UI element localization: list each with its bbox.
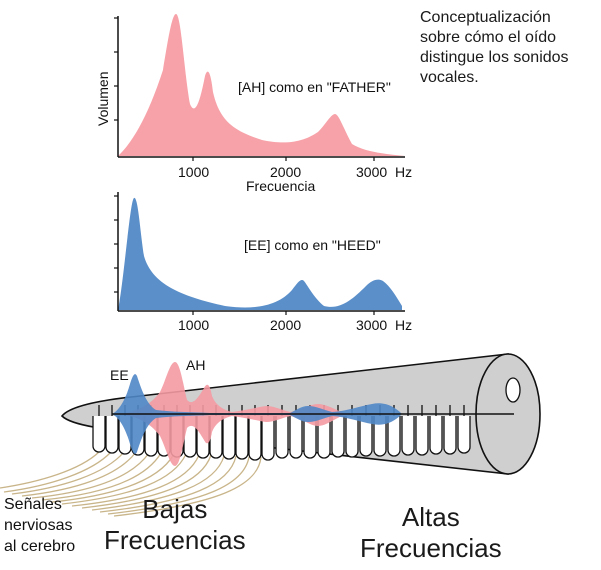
description-text: Conceptualización sobre cómo el oído dis… <box>420 8 569 88</box>
nerve-signal-line: nerviosas <box>4 517 73 534</box>
ee-tick-label: 2000 <box>270 317 302 333</box>
ah-marker-label: AH <box>186 357 206 373</box>
ah-tick-label: 2000 <box>270 164 302 180</box>
description-line: distingue los sonidos <box>420 49 569 66</box>
cochlea-opening <box>505 377 521 403</box>
cochlea-illustration <box>0 353 541 517</box>
ah-chart-label: [AH] como en "FATHER" <box>238 79 391 95</box>
low-frequency-label: Bajas Frecuencias <box>104 494 246 556</box>
nerve-fibers <box>0 451 262 517</box>
ah-spectrum-chart <box>114 14 405 161</box>
ee-spectrum-chart <box>114 192 405 315</box>
nerve-signal-label: Señales nerviosas al cerebro <box>4 494 75 557</box>
ee-tick-label: 1000 <box>178 317 210 333</box>
ah-y-ticks <box>114 17 118 121</box>
low-frequency-line: Frecuencias <box>104 525 246 555</box>
ee-unit-label: Hz <box>395 317 413 333</box>
ee-x-ticks <box>192 311 375 315</box>
ee-spectrum-curve <box>118 197 402 310</box>
ah-x-axis-label: Frecuencia <box>246 178 316 194</box>
description-line: Conceptualización <box>420 9 551 26</box>
ah-unit-label: Hz <box>395 164 413 180</box>
ah-y-axis-label: Volumen <box>95 71 111 126</box>
ah-tick-label: 3000 <box>356 164 388 180</box>
ah-spectrum-curve <box>118 14 405 156</box>
nerve-signal-line: Señales <box>4 496 62 513</box>
nerve-signal-line: al cerebro <box>4 538 76 555</box>
ee-marker-label: EE <box>110 367 129 383</box>
high-frequency-label: Altas Frecuencias <box>360 502 502 564</box>
description-line: sobre cómo el oído <box>420 29 557 46</box>
ee-tick-label: 3000 <box>356 317 388 333</box>
ee-y-ticks <box>114 195 118 293</box>
low-frequency-line: Bajas <box>142 494 208 524</box>
ee-chart-label: [EE] como en "HEED" <box>244 237 381 253</box>
description-line: vocales. <box>420 69 479 86</box>
high-frequency-line: Altas <box>401 502 460 532</box>
ah-tick-label: 1000 <box>178 164 210 180</box>
ah-x-ticks <box>192 157 375 161</box>
high-frequency-line: Frecuencias <box>360 533 502 563</box>
